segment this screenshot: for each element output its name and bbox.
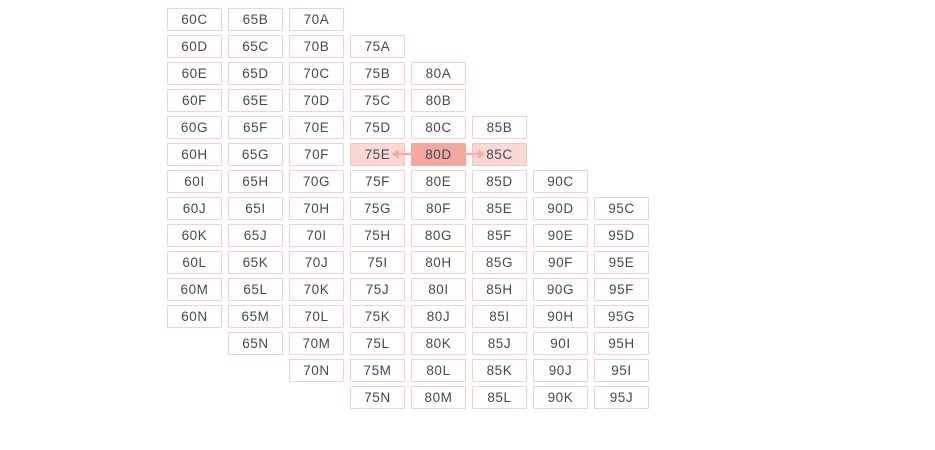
- size-cell-75e[interactable]: 75E: [350, 143, 405, 166]
- size-cell-70m[interactable]: 70M: [289, 332, 344, 355]
- size-cell-90j[interactable]: 90J: [533, 359, 588, 382]
- size-cell-70d[interactable]: 70D: [289, 89, 344, 112]
- size-cell-65f[interactable]: 65F: [228, 116, 283, 139]
- size-cell-70j[interactable]: 70J: [289, 251, 344, 274]
- size-cell-85d[interactable]: 85D: [472, 170, 527, 193]
- size-cell-75b[interactable]: 75B: [350, 62, 405, 85]
- size-cell-75g[interactable]: 75G: [350, 197, 405, 220]
- size-cell-60c[interactable]: 60C: [167, 8, 222, 31]
- size-cell-65j[interactable]: 65J: [228, 224, 283, 247]
- size-cell-70b[interactable]: 70B: [289, 35, 344, 58]
- size-cell-95i[interactable]: 95I: [594, 359, 649, 382]
- size-cell-60e[interactable]: 60E: [167, 62, 222, 85]
- size-cell-90c[interactable]: 90C: [533, 170, 588, 193]
- size-cell-90i[interactable]: 90I: [533, 332, 588, 355]
- size-cell-65h[interactable]: 65H: [228, 170, 283, 193]
- size-cell-80k[interactable]: 80K: [411, 332, 466, 355]
- size-cell-80h[interactable]: 80H: [411, 251, 466, 274]
- size-cell-85j[interactable]: 85J: [472, 332, 527, 355]
- size-cell-75c[interactable]: 75C: [350, 89, 405, 112]
- size-cell-85g[interactable]: 85G: [472, 251, 527, 274]
- size-cell-90k[interactable]: 90K: [533, 386, 588, 409]
- size-cell-70e[interactable]: 70E: [289, 116, 344, 139]
- size-cell-75j[interactable]: 75J: [350, 278, 405, 301]
- size-cell-90d[interactable]: 90D: [533, 197, 588, 220]
- size-cell-70i[interactable]: 70I: [289, 224, 344, 247]
- size-cell-80i[interactable]: 80I: [411, 278, 466, 301]
- size-cell-95c[interactable]: 95C: [594, 197, 649, 220]
- size-cell-60d[interactable]: 60D: [167, 35, 222, 58]
- size-cell-80l[interactable]: 80L: [411, 359, 466, 382]
- size-cell-80m[interactable]: 80M: [411, 386, 466, 409]
- size-cell-95h[interactable]: 95H: [594, 332, 649, 355]
- size-cell-75l[interactable]: 75L: [350, 332, 405, 355]
- size-cell-80d[interactable]: 80D: [411, 143, 466, 166]
- size-cell-60k[interactable]: 60K: [167, 224, 222, 247]
- size-cell-90f[interactable]: 90F: [533, 251, 588, 274]
- size-cell-65k[interactable]: 65K: [228, 251, 283, 274]
- size-cell-60l[interactable]: 60L: [167, 251, 222, 274]
- size-cell-70l[interactable]: 70L: [289, 305, 344, 328]
- size-cell-65c[interactable]: 65C: [228, 35, 283, 58]
- size-cell-85h[interactable]: 85H: [472, 278, 527, 301]
- size-cell-70n[interactable]: 70N: [289, 359, 344, 382]
- size-cell-80g[interactable]: 80G: [411, 224, 466, 247]
- size-cell-75i[interactable]: 75I: [350, 251, 405, 274]
- size-cell-60n[interactable]: 60N: [167, 305, 222, 328]
- size-cell-95d[interactable]: 95D: [594, 224, 649, 247]
- size-cell-65d[interactable]: 65D: [228, 62, 283, 85]
- size-cell-60j[interactable]: 60J: [167, 197, 222, 220]
- size-cell-65b[interactable]: 65B: [228, 8, 283, 31]
- size-cell-70c[interactable]: 70C: [289, 62, 344, 85]
- size-cell-65n[interactable]: 65N: [228, 332, 283, 355]
- size-cell-75m[interactable]: 75M: [350, 359, 405, 382]
- size-cell-95j[interactable]: 95J: [594, 386, 649, 409]
- size-cell-65l[interactable]: 65L: [228, 278, 283, 301]
- size-cell-60h[interactable]: 60H: [167, 143, 222, 166]
- size-cell-65e[interactable]: 65E: [228, 89, 283, 112]
- size-cell-80b[interactable]: 80B: [411, 89, 466, 112]
- size-cell-60f[interactable]: 60F: [167, 89, 222, 112]
- size-cell-60g[interactable]: 60G: [167, 116, 222, 139]
- size-cell-70a[interactable]: 70A: [289, 8, 344, 31]
- size-cell-85c[interactable]: 85C: [472, 143, 527, 166]
- size-cell-95g[interactable]: 95G: [594, 305, 649, 328]
- size-cell-70h[interactable]: 70H: [289, 197, 344, 220]
- size-cell-95f[interactable]: 95F: [594, 278, 649, 301]
- size-cell-90h[interactable]: 90H: [533, 305, 588, 328]
- size-cell-80e[interactable]: 80E: [411, 170, 466, 193]
- size-cell-80a[interactable]: 80A: [411, 62, 466, 85]
- size-cell-70f[interactable]: 70F: [289, 143, 344, 166]
- size-cell-65m[interactable]: 65M: [228, 305, 283, 328]
- size-cell-85e[interactable]: 85E: [472, 197, 527, 220]
- size-cell-60i[interactable]: 60I: [167, 170, 222, 193]
- size-cell-75d[interactable]: 75D: [350, 116, 405, 139]
- size-cell-85f[interactable]: 85F: [472, 224, 527, 247]
- size-cell-75a[interactable]: 75A: [350, 35, 405, 58]
- size-cell-70g[interactable]: 70G: [289, 170, 344, 193]
- size-cell-85i[interactable]: 85I: [472, 305, 527, 328]
- size-cell-75k[interactable]: 75K: [350, 305, 405, 328]
- size-cell-80c[interactable]: 80C: [411, 116, 466, 139]
- size-cell-65g[interactable]: 65G: [228, 143, 283, 166]
- bra-sister-size-grid: 60C 60D 60E 60F 60G 60H 60I 60J 60K 60L 60M 60N 65B 6…: [167, 8, 649, 409]
- size-cell-65i[interactable]: 65I: [228, 197, 283, 220]
- size-cell-85l[interactable]: 85L: [472, 386, 527, 409]
- size-cell-75h[interactable]: 75H: [350, 224, 405, 247]
- size-cell-90e[interactable]: 90E: [533, 224, 588, 247]
- size-cell-75n[interactable]: 75N: [350, 386, 405, 409]
- size-cell-80j[interactable]: 80J: [411, 305, 466, 328]
- size-cell-85k[interactable]: 85K: [472, 359, 527, 382]
- size-cell-75f[interactable]: 75F: [350, 170, 405, 193]
- size-cell-95e[interactable]: 95E: [594, 251, 649, 274]
- size-cell-80f[interactable]: 80F: [411, 197, 466, 220]
- size-cell-60m[interactable]: 60M: [167, 278, 222, 301]
- size-cell-70k[interactable]: 70K: [289, 278, 344, 301]
- size-cell-90g[interactable]: 90G: [533, 278, 588, 301]
- size-cell-85b[interactable]: 85B: [472, 116, 527, 139]
